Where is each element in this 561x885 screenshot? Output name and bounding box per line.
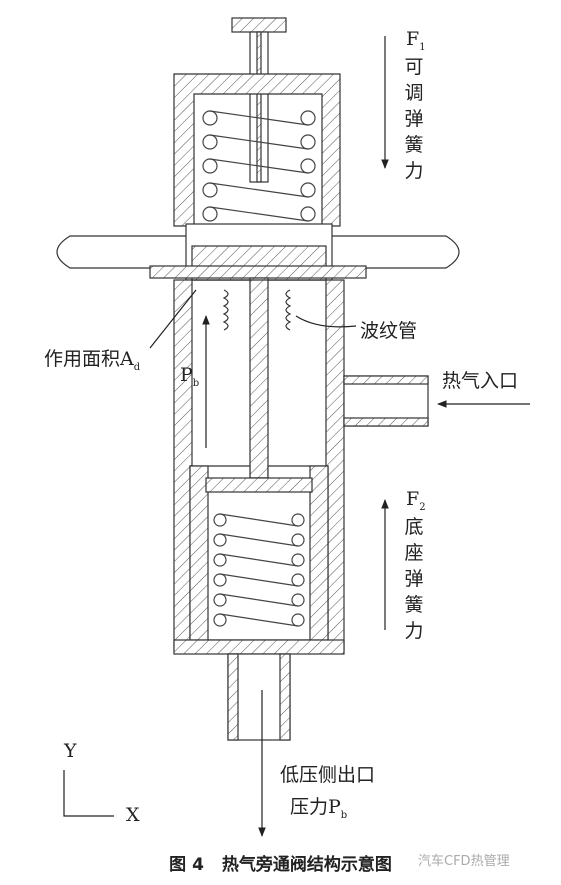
bottom-plate	[173, 639, 345, 655]
pb-label: Pb	[180, 364, 199, 389]
axis-lines	[63, 770, 114, 817]
bellows-right	[285, 289, 292, 331]
f2-char: 底	[404, 516, 424, 538]
f1-char: 可	[404, 56, 424, 78]
bellows-leader	[295, 315, 357, 328]
outlet-label-line2: 压力Pb	[290, 792, 347, 821]
body-right-wall	[325, 279, 345, 651]
f1-symbol: F1	[406, 28, 426, 53]
f1-symbol-text: F	[406, 28, 420, 50]
f2-symbol: F2	[406, 488, 426, 513]
bellows-left	[222, 289, 229, 331]
pb-subscript: b	[192, 377, 200, 389]
f1-char: 弹	[404, 108, 424, 130]
screw-head	[231, 17, 287, 33]
outlet-pressure-subscript: b	[340, 809, 348, 821]
f2-char: 簧	[404, 594, 424, 616]
figure-caption: 图 4 热气旁通阀结构示意图	[0, 850, 561, 875]
area-subscript: d	[133, 361, 141, 373]
pb-symbol: P	[180, 364, 193, 386]
f1-char: 力	[404, 160, 424, 182]
upper-housing	[173, 73, 341, 227]
f1-subscript: 1	[419, 41, 426, 53]
f2-char: 座	[404, 542, 424, 564]
figure-title: 热气旁通阀结构示意图	[221, 855, 392, 875]
upper-spring	[202, 110, 316, 246]
lower-spring	[213, 513, 305, 627]
outlet-label-line1: 低压侧出口	[280, 764, 376, 786]
body-left-wall	[173, 279, 193, 651]
f2-char: 弹	[404, 568, 424, 590]
f2-char: 力	[404, 620, 424, 642]
f2-symbol-text: F	[406, 488, 420, 510]
mounting-plate	[56, 235, 191, 269]
f1-char: 簧	[404, 134, 424, 156]
f1-char: 调	[404, 82, 424, 104]
outlet-pressure-text: 压力P	[290, 796, 341, 818]
f2-label: 底 座 弹 簧 力	[403, 514, 425, 644]
area-leader	[149, 289, 197, 349]
valve-stem	[249, 277, 269, 479]
axis-y-label: Y	[64, 740, 77, 762]
f1-label: 可 调 弹 簧 力	[403, 54, 425, 184]
figure-number: 图 4	[169, 855, 204, 875]
axis-x-label: X	[126, 804, 140, 826]
f2-subscript: 2	[419, 501, 426, 513]
hot-gas-inlet-label: 热气入口	[442, 370, 519, 392]
bellows-label: 波纹管	[360, 320, 418, 342]
watermark: 汽车CFD热管理	[418, 854, 510, 869]
area-label: 作用面积Ad	[44, 344, 140, 373]
area-text: 作用面积A	[44, 348, 134, 370]
